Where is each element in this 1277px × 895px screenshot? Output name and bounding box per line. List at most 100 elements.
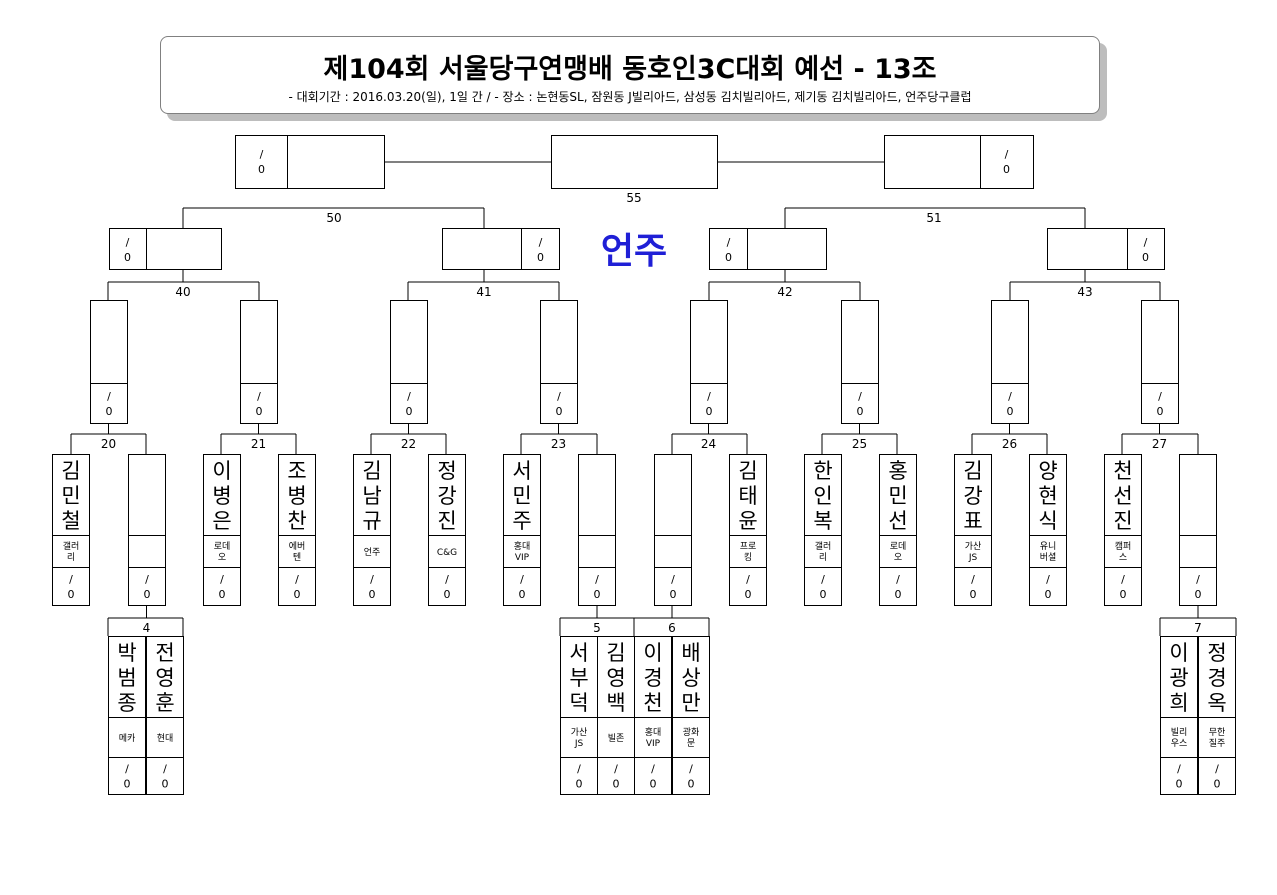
player-name-char: 선 (1113, 484, 1132, 508)
player-club: 킹 (744, 551, 752, 563)
player-club: JS (968, 553, 978, 563)
semi-score-value: 0 (1142, 251, 1149, 264)
player-score-cell (1179, 567, 1217, 606)
player-score-value: 0 (294, 588, 301, 601)
player-score-value: 0 (970, 588, 977, 601)
player-score-cell (503, 567, 541, 606)
player-name-char: 영 (155, 666, 174, 690)
player-name-cell (879, 454, 917, 536)
player-name-char: 덕 (569, 691, 588, 715)
semi-name (1047, 228, 1128, 270)
player-club: 홍대 (645, 726, 662, 738)
player-club-cell (597, 717, 635, 758)
quarter-box-score (240, 383, 278, 424)
player-name-char: 경 (643, 666, 662, 690)
player-score-value: 0 (650, 778, 657, 791)
player-name-char: 양 (1038, 459, 1057, 483)
player-name-char: 종 (117, 691, 136, 715)
round-label-prelim: 5 (593, 621, 601, 635)
player-score-slash: / (1121, 573, 1125, 586)
player-name-char: 광 (1169, 666, 1188, 690)
player-name-cell (672, 636, 710, 718)
final-left-name (287, 135, 385, 189)
quarter-box-name (991, 300, 1029, 384)
player-score-cell (654, 567, 692, 606)
player-score-value: 0 (444, 588, 451, 601)
player-score-cell (203, 567, 241, 606)
player-name-char: 복 (813, 509, 832, 533)
player-club-cell (804, 535, 842, 568)
player-club: 질주 (1209, 737, 1226, 749)
quarter-box-name (240, 300, 278, 384)
round-label-quarter: 43 (1077, 285, 1092, 299)
player-score-cell (672, 757, 710, 795)
final-left-score-value: 0 (258, 163, 265, 176)
player-name-char: 김 (61, 459, 80, 483)
quarter-box-score-slash: / (407, 390, 411, 403)
player-score-value: 0 (820, 588, 827, 601)
player-club-cell (654, 535, 692, 568)
player-score-value: 0 (1195, 588, 1202, 601)
semi-score (521, 228, 560, 270)
quarter-box-score-value: 0 (706, 405, 713, 418)
player-club: 갤러 (63, 540, 80, 552)
quarter-box-score-value: 0 (106, 405, 113, 418)
player-name-char: 이 (212, 459, 231, 483)
player-name-char: 한 (813, 459, 832, 483)
quarter-box-score-slash: / (707, 390, 711, 403)
player-name-char: 옥 (1207, 691, 1226, 715)
player-club: C&G (437, 548, 457, 558)
player-score-cell (1198, 757, 1236, 795)
player-score-value: 0 (613, 778, 620, 791)
player-name-char: 김 (362, 459, 381, 483)
player-score-slash: / (821, 573, 825, 586)
quarter-box-score-slash: / (107, 390, 111, 403)
player-score-slash: / (145, 573, 149, 586)
player-score-cell (804, 567, 842, 606)
player-name-cell (1160, 636, 1198, 718)
player-club: 우스 (1171, 738, 1188, 749)
player-name-char: 규 (362, 509, 381, 533)
player-score-cell (1160, 757, 1198, 795)
player-score-value: 0 (219, 588, 226, 601)
player-score-value: 0 (1176, 778, 1183, 791)
player-name-char: 상 (681, 666, 700, 690)
round-label-first: 25 (852, 437, 867, 451)
player-name-char: 만 (681, 691, 700, 715)
round-label-semi: 51 (926, 211, 941, 225)
player-score-slash: / (163, 763, 167, 776)
player-club: 빌리 (1171, 727, 1188, 738)
player-name-char: 은 (212, 509, 231, 533)
player-name-char: 희 (1169, 691, 1188, 715)
player-club: 가산 (571, 727, 588, 738)
player-score-slash: / (746, 573, 750, 586)
quarter-box-name (390, 300, 428, 384)
player-score-cell (128, 567, 166, 606)
player-score-slash: / (1196, 573, 1200, 586)
player-club: 메카 (119, 733, 136, 744)
semi-score-slash: / (539, 236, 543, 249)
player-score-cell (634, 757, 672, 795)
player-name-char: 박 (117, 641, 136, 665)
player-score-value: 0 (144, 588, 151, 601)
semi-name (442, 228, 522, 270)
quarter-box-score-slash: / (557, 390, 561, 403)
player-name-char: 주 (512, 509, 531, 533)
player-club-cell (578, 535, 616, 568)
player-name-char: 표 (963, 509, 982, 533)
player-name-cell (1179, 454, 1217, 536)
player-name-char: 서 (569, 641, 588, 665)
player-name-cell (128, 454, 166, 536)
player-name-char: 이 (643, 641, 662, 665)
player-name-char: 태 (738, 484, 757, 508)
player-name-char: 백 (606, 691, 625, 715)
player-score-cell (428, 567, 466, 606)
player-score-value: 0 (369, 588, 376, 601)
round-label-quarter: 42 (777, 285, 792, 299)
player-name-char: 김 (606, 641, 625, 665)
round-label-first: 22 (401, 437, 416, 451)
player-name-char: 천 (643, 691, 662, 715)
player-name-char: 진 (1113, 509, 1132, 533)
player-name-cell (503, 454, 541, 536)
